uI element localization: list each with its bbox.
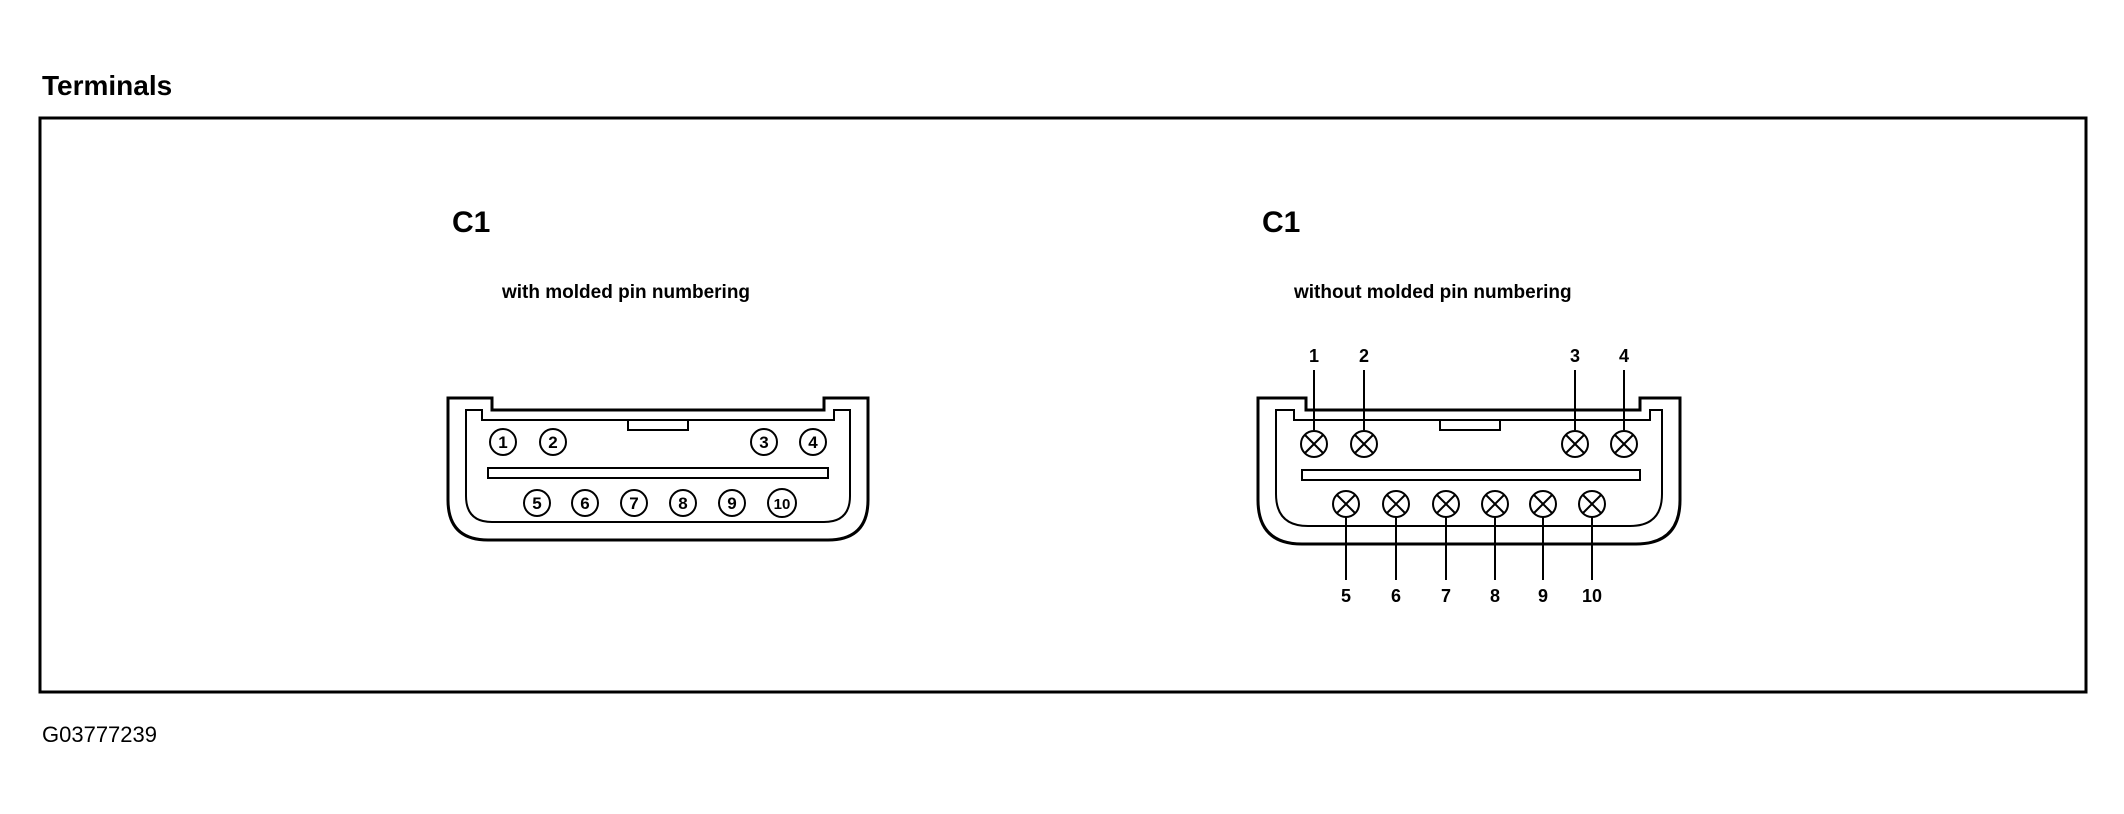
pin-5: 5 — [523, 489, 551, 517]
svg-text:4: 4 — [1619, 346, 1629, 366]
pin-6: 6 — [571, 489, 599, 517]
svg-text:2: 2 — [548, 433, 557, 452]
svg-text:3: 3 — [759, 433, 768, 452]
connector-with-molded-numbering: C1 with molded pin numbering 1 2 3 4 — [446, 206, 870, 542]
pin-8: 8 — [1481, 490, 1509, 606]
pin-1: 1 — [1300, 346, 1328, 458]
pin-2: 2 — [539, 428, 567, 456]
svg-text:9: 9 — [727, 494, 736, 513]
connector-housing-outer — [446, 396, 870, 542]
svg-text:8: 8 — [1490, 586, 1500, 606]
pin-4: 4 — [1610, 346, 1638, 458]
svg-text:1: 1 — [498, 433, 507, 452]
connector-housing-outer — [1256, 396, 1682, 546]
page-title: Terminals — [42, 70, 172, 101]
pin-6: 6 — [1382, 490, 1410, 606]
pin-3: 3 — [750, 428, 778, 456]
figure-id: G03777239 — [42, 722, 157, 747]
locking-tab — [1439, 419, 1501, 431]
svg-text:3: 3 — [1570, 346, 1580, 366]
pin-10: 10 — [767, 488, 797, 518]
pin-2: 2 — [1350, 346, 1378, 458]
svg-text:7: 7 — [629, 494, 638, 513]
divider-bar — [487, 467, 829, 479]
svg-text:6: 6 — [580, 494, 589, 513]
divider-bar — [1301, 469, 1641, 481]
svg-text:4: 4 — [808, 433, 818, 452]
pin-9: 9 — [1529, 490, 1557, 606]
svg-text:2: 2 — [1359, 346, 1369, 366]
pin-3: 3 — [1561, 346, 1589, 458]
pin-7: 7 — [1432, 490, 1460, 606]
pin-8: 8 — [669, 489, 697, 517]
pin-9: 9 — [718, 489, 746, 517]
pin-1: 1 — [489, 428, 517, 456]
svg-text:6: 6 — [1391, 586, 1401, 606]
connector-housing-inner — [1275, 409, 1663, 527]
pin-5: 5 — [1332, 490, 1360, 606]
svg-text:5: 5 — [532, 494, 541, 513]
svg-text:9: 9 — [1538, 586, 1548, 606]
connector-name: C1 — [452, 206, 490, 239]
connector-name: C1 — [1262, 206, 1300, 239]
svg-text:8: 8 — [678, 494, 687, 513]
svg-text:5: 5 — [1341, 586, 1351, 606]
connector-without-molded-numbering: C1 without molded pin numbering 1 2 3 — [1256, 206, 1682, 606]
diagram-frame — [38, 116, 2088, 694]
pin-10: 10 — [1578, 490, 1606, 606]
pin-4: 4 — [799, 428, 827, 456]
svg-text:10: 10 — [1582, 586, 1602, 606]
svg-text:1: 1 — [1309, 346, 1319, 366]
svg-text:7: 7 — [1441, 586, 1451, 606]
pin-7: 7 — [620, 489, 648, 517]
connector-subtitle: with molded pin numbering — [501, 282, 750, 303]
connector-subtitle: without molded pin numbering — [1293, 282, 1572, 303]
svg-text:10: 10 — [774, 496, 791, 513]
connector-housing-inner — [465, 409, 851, 523]
locking-tab — [627, 419, 689, 431]
